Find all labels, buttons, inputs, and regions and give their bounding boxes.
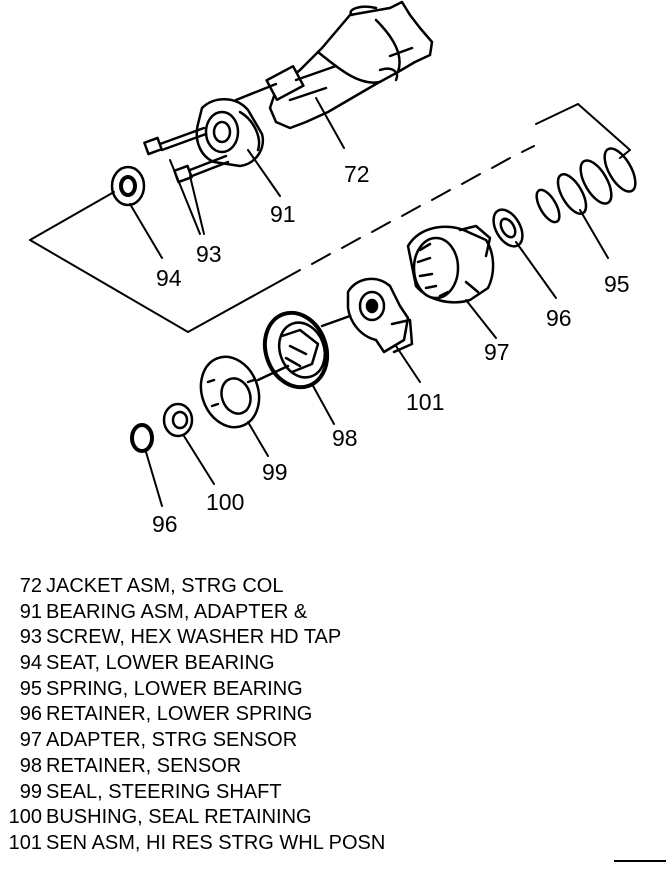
legend-item-number: 72 [19,575,42,597]
callout-98: 98 [332,425,358,451]
legend-item-number: 97 [19,729,42,752]
legend-item-description: BUSHING, SEAL RETAINING [46,806,312,829]
callout-94: 94 [156,265,182,291]
legend-item-description: SPRING, LOWER BEARING [46,677,303,700]
legend-item-number: 91 [19,600,42,623]
legend-item-description: ADAPTER, STRG SENSOR [46,729,298,752]
legend-item-description: SEAT, LOWER BEARING [46,652,275,675]
callout-72: 72 [344,161,370,187]
legend-item-description: SCREW, HEX WASHER HD TAP [46,626,342,649]
legend-item-description: RETAINER, SENSOR [46,754,242,777]
legend-item-description: SEAL, STEERING SHAFT [46,780,282,803]
lower-bearing-seat-part [110,165,146,207]
legend-item-number: 94 [19,652,42,675]
jacket-asm-part [265,0,434,130]
leader-lines [129,97,609,507]
seal-retaining-bushing-part [162,402,194,438]
legend-item-description: BEARING ASM, ADAPTER & [46,600,308,623]
legend-item-number: 95 [19,677,42,700]
legend-item-number: 101 [8,831,42,854]
retainer-lower-part [130,423,154,453]
legend-item-description: SEN ASM, HI RES STRG WHL POSN [46,831,386,854]
steering-shaft-seal-part [199,355,290,429]
sensor-adapter-part [406,224,495,304]
callout-96-upper: 96 [546,305,572,331]
callout-99: 99 [262,459,288,485]
legend-item-description: RETAINER, LOWER SPRING [46,703,313,726]
footer-rule [614,860,666,862]
callout-95: 95 [604,271,630,297]
legend-item-description: JACKET ASM, STRG COL [46,575,284,597]
bearing-asm-part [195,82,278,168]
callout-91: 91 [270,201,296,227]
callout-97: 97 [484,339,510,365]
screw-parts [143,126,230,184]
callout-101: 101 [406,389,444,415]
legend-item-number: 98 [19,754,42,777]
legend-item-number: 96 [19,703,42,726]
exploded-view-diagram: 72 91 93 94 95 96 97 101 98 99 100 96 [29,0,637,537]
sensor-retainer-part [262,310,352,390]
legend-item-number: 99 [19,780,42,803]
legend-item-number: 100 [8,806,42,829]
callout-93: 93 [196,241,222,267]
phantom-boundary [29,103,631,333]
retainer-upper-part [492,208,524,248]
callout-96-lower: 96 [152,511,178,537]
legend-item-number: 93 [19,626,42,649]
spring-part [535,147,637,224]
callout-100: 100 [206,489,244,515]
hi-res-sensor-part [346,277,414,354]
